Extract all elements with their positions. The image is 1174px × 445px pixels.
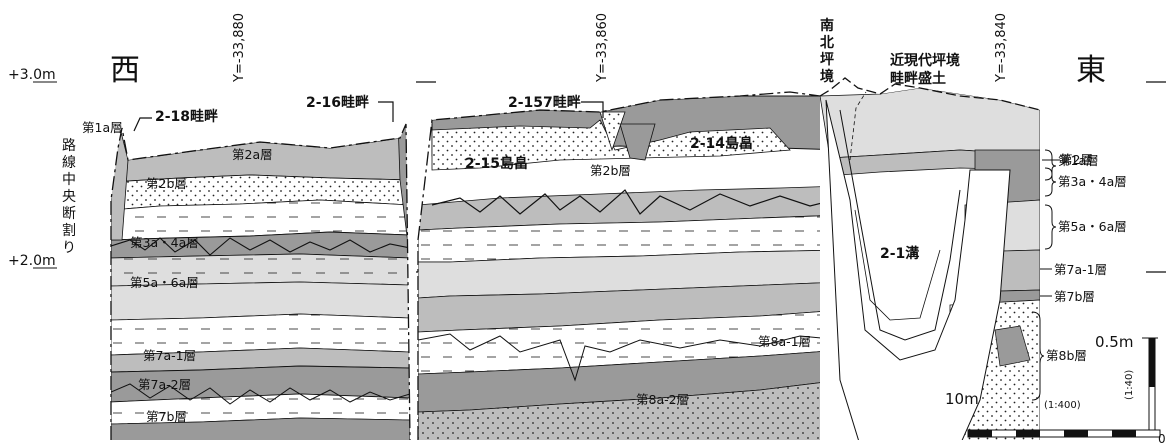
boundary-modern-line-1: 近現代坪境	[890, 52, 960, 69]
east-layer-labels	[1031, 149, 1060, 401]
vertical-note-char: 線	[62, 155, 76, 171]
boundary-south-north-char: 境	[820, 68, 834, 85]
west-layer-2a: 第2a層	[232, 147, 273, 162]
middle-layer-8a-2: 第8a-2層	[636, 392, 689, 407]
east-layer-7b: 第7b層	[1054, 289, 1095, 304]
east-layer-1a: 第1a層	[1058, 153, 1099, 168]
west-layer-7a-2: 第7a-2層	[138, 377, 191, 392]
label-ditch-2-1: 2-1溝	[880, 245, 919, 262]
middle-section-panel	[418, 92, 842, 440]
west-layer-5a-6a: 第5a・6a層	[130, 275, 199, 290]
vertical-note-char: 央	[62, 189, 76, 205]
vertical-note-char: 断	[62, 206, 76, 222]
west-layer-7b: 第7b層	[146, 409, 187, 424]
label-ridge-2-18: 2-18畦畔	[155, 108, 218, 125]
boundary-south-north-char: 北	[820, 35, 834, 51]
coord-label-33880: Y=-33,880	[232, 13, 247, 83]
scale-bars: 0.5m 10m (1:400) (1:40) 0	[945, 333, 1166, 445]
arrow-ridge-2-18	[133, 117, 152, 132]
scale-vertical-ratio: (1:40)	[1124, 370, 1135, 400]
middle-layer-2b: 第2b層	[590, 163, 631, 178]
middle-layer-8a-1: 第8a-1層	[758, 334, 811, 349]
east-layer-8b: 第8b層	[1046, 348, 1087, 363]
scale-horizontal-label: 10m	[945, 390, 979, 408]
east-layer-7a-1: 第7a-1層	[1054, 262, 1107, 277]
west-layer-2b: 第2b層	[146, 176, 187, 191]
west-layer-7a-1: 第7a-1層	[143, 348, 196, 363]
west-layer-3a-4a: 第3a・4a層	[130, 235, 199, 250]
vertical-note-char: 中	[62, 172, 76, 188]
label-ridge-2-16: 2-16畦畔	[306, 94, 369, 111]
elevation-label-3m: +3.0m	[8, 67, 56, 83]
coord-label-33840: Y=-33,840	[994, 13, 1009, 83]
coord-label-33860: Y=-33,860	[595, 13, 610, 83]
scale-zero-label: 0	[1158, 432, 1166, 445]
direction-east-label: 東	[1076, 53, 1106, 88]
arrow-ridge-2-157	[581, 101, 604, 118]
scale-vertical-label: 0.5m	[1095, 333, 1133, 351]
vertical-note-char: 割	[62, 222, 76, 239]
label-field-2-14: 2-14島畠	[690, 135, 753, 152]
east-layer-3a-4a: 第3a・4a層	[1058, 174, 1127, 189]
boundary-south-north-char: 南	[820, 17, 834, 34]
boundary-modern-line-2: 畦畔盛土	[890, 70, 946, 87]
elevation-marker-upper: +3.0m	[8, 67, 1166, 83]
direction-west-label: 西	[110, 53, 140, 88]
east-section-panel	[820, 88, 1040, 440]
vertical-note-char: り	[62, 240, 76, 256]
elevation-label-2m: +2.0m	[8, 253, 56, 269]
west-layer-1a: 第1a層	[82, 120, 123, 135]
label-field-2-15: 2-15島畠	[465, 155, 528, 172]
label-ridge-2-157: 2-157畦畔	[508, 94, 581, 111]
west-section-panel	[111, 124, 410, 440]
vertical-note: 路線中央断割り路線中央断割り	[62, 138, 76, 256]
arrow-ridge-2-16	[378, 101, 394, 122]
east-layer-2: 第2層	[1060, 152, 1093, 167]
boundary-south-north-char: 坪	[820, 52, 834, 68]
east-layer-5a-6a: 第5a・6a層	[1058, 219, 1127, 234]
vertical-note-char: 路	[62, 138, 76, 154]
scale-horizontal-ratio: (1:400)	[1044, 400, 1081, 411]
